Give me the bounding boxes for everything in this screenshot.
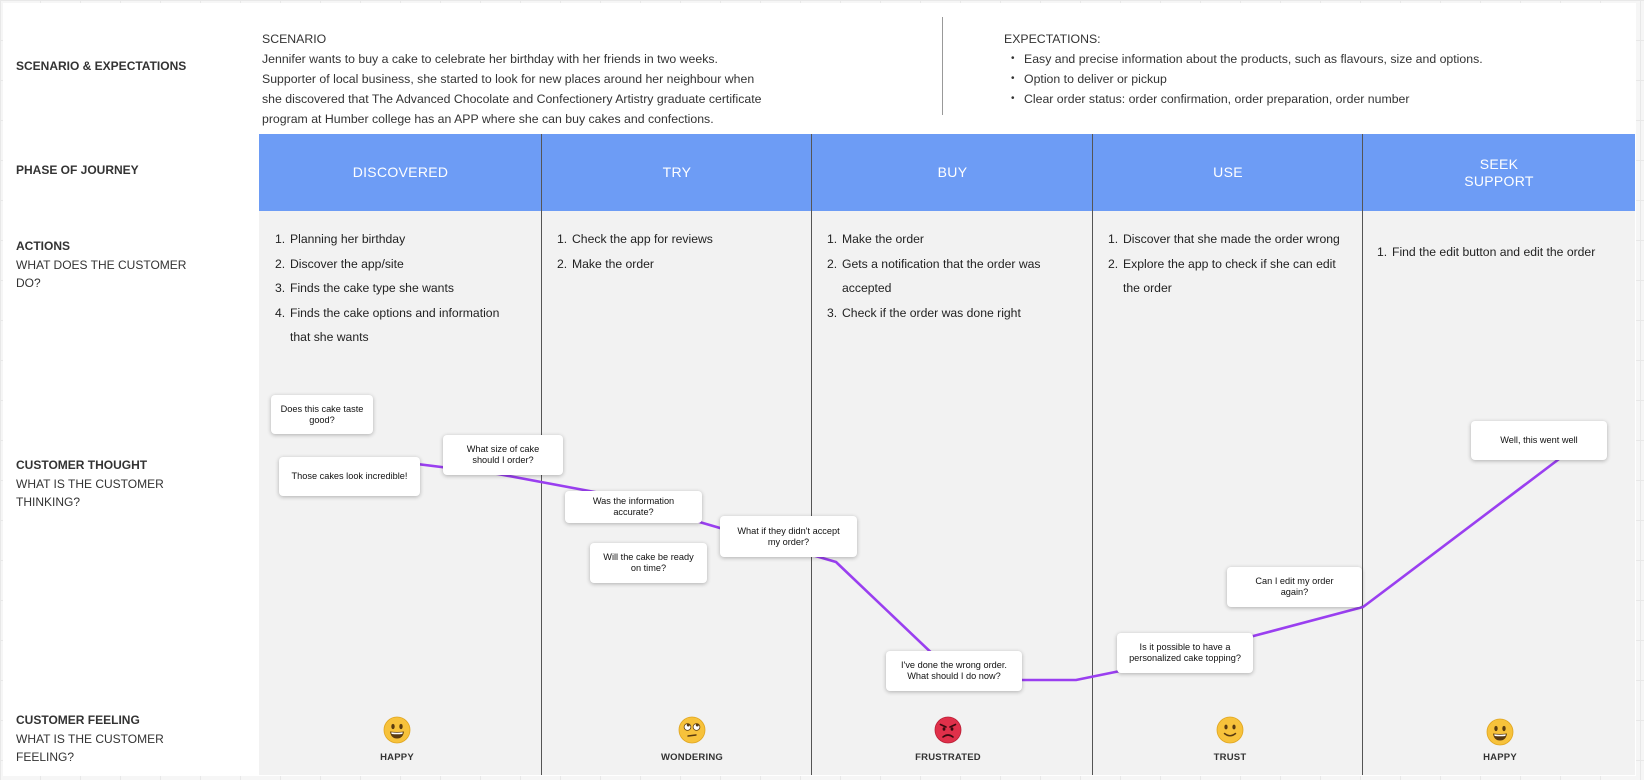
scenario-line: Supporter of local business, she started… [262, 72, 755, 86]
action-item: 2.Discover the app/site [275, 256, 404, 271]
slight-smile-face-icon [1216, 716, 1244, 744]
phase-try: TRY [662, 164, 692, 180]
action-item: 1.Check the app for reviews [557, 232, 713, 246]
phase-discovered: DISCOVERED [352, 164, 449, 180]
grinning-face-icon [1486, 718, 1514, 746]
actions-seek-support: 1.Find the edit button and edit the orde… [1377, 240, 1632, 265]
actions-try: 1.Check the app for reviews 2.Make the o… [557, 227, 807, 276]
thought-bubble: Well, this went well [1471, 421, 1607, 460]
grinning-face-icon [383, 716, 411, 744]
action-item: 1.Make the order [827, 232, 924, 246]
row-label-scenario: SCENARIO & EXPECTATIONS [16, 59, 187, 73]
expectation-item: Option to deliver or pickup [1004, 69, 1604, 89]
column-divider [1092, 134, 1093, 775]
scenario-line: Jennifer wants to buy a cake to celebrat… [262, 52, 718, 66]
phase-buy: BUY [937, 164, 968, 180]
action-item: 3.Check if the order was done right [827, 305, 1021, 320]
action-item: 2.Gets a notification that the order was… [827, 256, 1041, 296]
actions-use: 1.Discover that she made the order wrong… [1108, 227, 1360, 301]
row-label-feeling: CUSTOMER FEELING WHAT IS THE CUSTOMER FE… [16, 713, 164, 764]
phase-bar [259, 134, 1635, 211]
action-item: 1.Discover that she made the order wrong [1108, 232, 1340, 246]
scenario-heading: SCENARIO [262, 32, 327, 46]
expectation-item: Easy and precise information about the p… [1004, 49, 1604, 69]
scenario-divider [942, 17, 943, 115]
column-divider [1362, 134, 1363, 775]
phase-use: USE [1213, 164, 1243, 180]
feeling-label: TRUST [1213, 752, 1247, 763]
scenario-text: SCENARIO Jennifer wants to buy a cake to… [262, 29, 782, 129]
actions-discovered: 1.Planning her birthday 2.Discover the a… [275, 227, 535, 350]
feeling-label: HAPPY [1483, 752, 1517, 763]
row-label-thought: CUSTOMER THOUGHT WHAT IS THE CUSTOMER TH… [16, 458, 164, 509]
row-label-actions: ACTIONS WHAT DOES THE CUSTOMER DO? [16, 239, 187, 290]
action-item: 1.Planning her birthday [275, 232, 406, 246]
feeling-label: FRUSTRATED [915, 752, 981, 763]
feeling-label: WONDERING [661, 752, 723, 763]
action-item: 2.Make the order [557, 256, 654, 271]
column-divider [811, 134, 812, 775]
feeling-label: HAPPY [380, 752, 414, 763]
scenario-line: program at Humber college has an APP whe… [262, 112, 714, 126]
expectation-item: Clear order status: order confirmation, … [1004, 89, 1604, 109]
scenario-line: she discovered that The Advanced Chocola… [262, 92, 762, 106]
action-item: 4.Finds the cake options and information… [275, 305, 500, 345]
action-item: 3.Finds the cake type she wants [275, 281, 454, 295]
action-item: 2.Explore the app to check if she can ed… [1108, 256, 1336, 296]
thought-bubble: Those cakes look incredible! [279, 457, 420, 496]
eye-roll-face-icon [678, 716, 706, 744]
expectations-text: EXPECTATIONS: Easy and precise informati… [1004, 29, 1604, 109]
actions-buy: 1.Make the order 2.Gets a notification t… [827, 227, 1089, 325]
action-item: 1.Find the edit button and edit the orde… [1377, 245, 1596, 259]
expectations-heading: EXPECTATIONS: [1004, 32, 1101, 46]
angry-face-icon [934, 716, 962, 744]
thought-bubble: I've done the wrong order.What should I … [886, 651, 1022, 691]
row-label-phase: PHASE OF JOURNEY [16, 163, 139, 177]
